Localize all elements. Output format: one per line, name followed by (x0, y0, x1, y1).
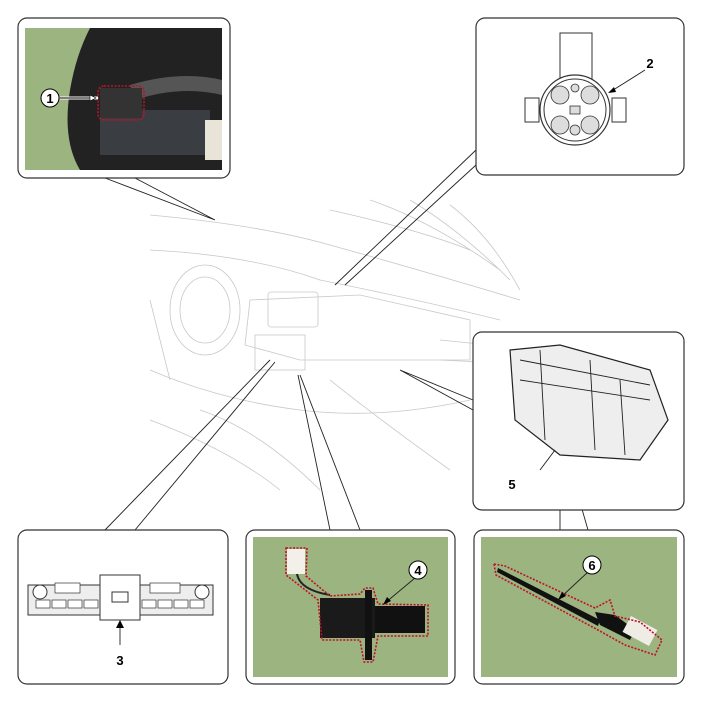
panel-3-drawing: 3 (17, 529, 229, 685)
callout-2: 2 (646, 56, 653, 71)
panel-5-drawing: 5 (472, 331, 685, 511)
panel-4-photo: 4 (245, 529, 456, 685)
dashboard-illustration (149, 199, 521, 491)
panel-2-drawing: 2 (475, 17, 685, 176)
callout-1: 1 (46, 91, 53, 106)
panel-1-photo: 1 (17, 17, 231, 179)
callout-4: 4 (414, 563, 422, 578)
panel-6-photo: 6 (473, 529, 685, 685)
callout-3: 3 (116, 653, 123, 668)
callout-5: 5 (508, 477, 515, 492)
callout-6: 6 (588, 558, 595, 573)
